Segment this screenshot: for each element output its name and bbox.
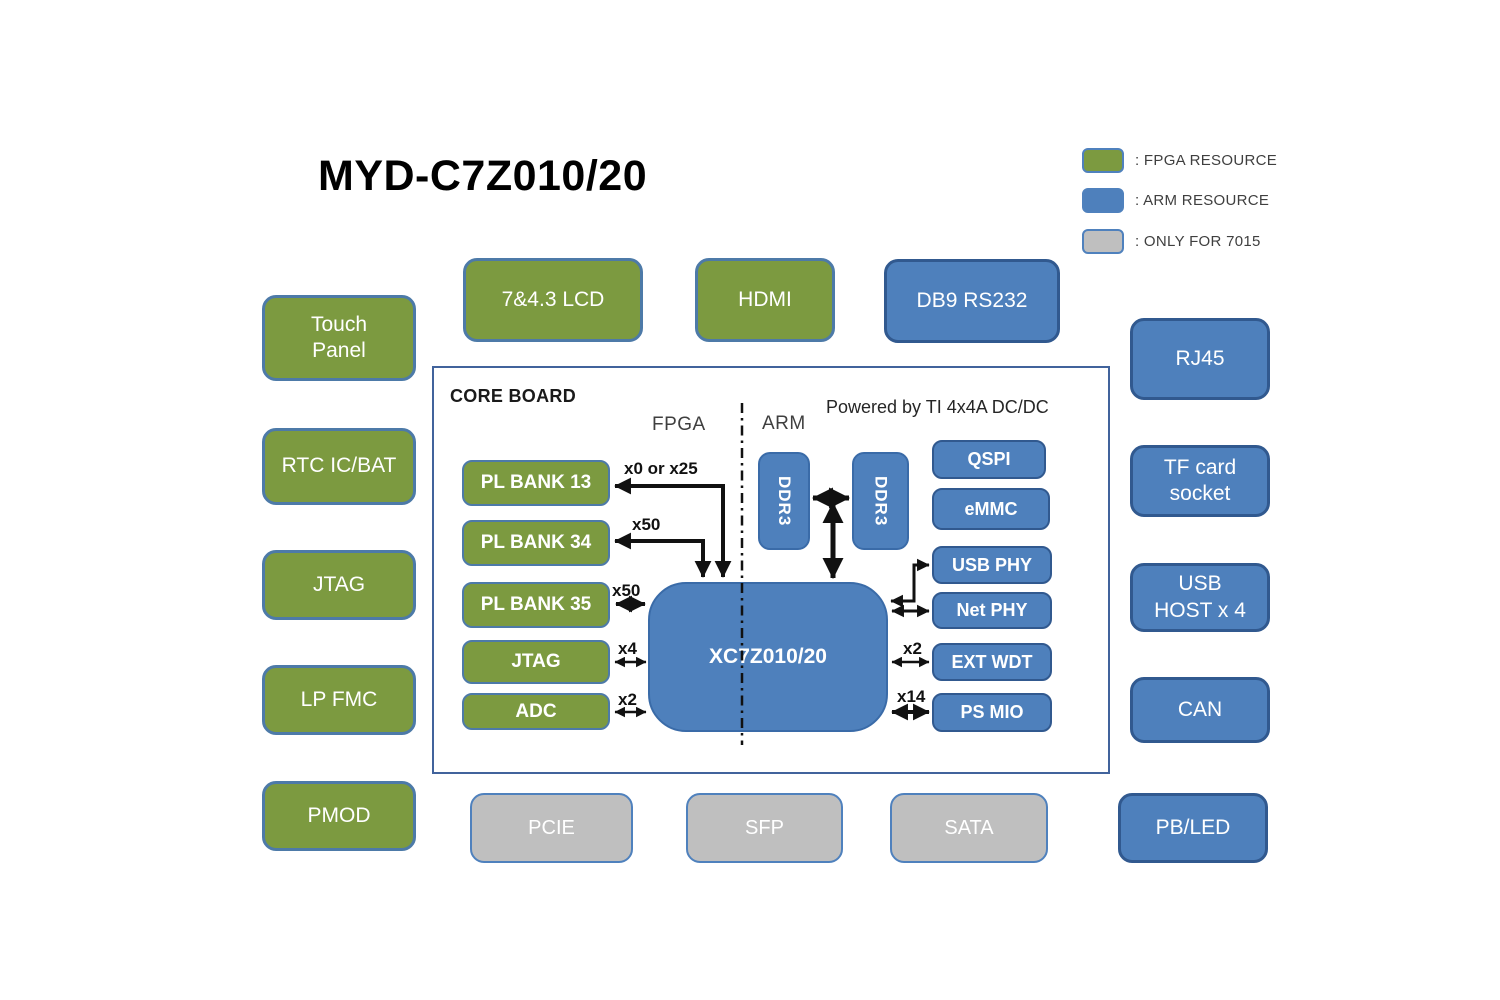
block-pmod-label: PMOD bbox=[307, 803, 371, 827]
legend-label-7015: : ONLY FOR 7015 bbox=[1135, 233, 1261, 250]
block-sfp: SFP bbox=[686, 793, 843, 863]
block-rtc-ic-bat-label: RTC IC/BAT bbox=[281, 454, 397, 478]
block-pl-bank-13: PL BANK 13 bbox=[462, 460, 610, 506]
block-can: CAN bbox=[1130, 677, 1270, 743]
block-tf-card-socket-label: TF card socket bbox=[1163, 455, 1237, 505]
gray-7015-swatch bbox=[1082, 229, 1124, 254]
block-net-phy-label: Net PHY bbox=[956, 600, 1028, 621]
bus-label-pl-bank-34: x50 bbox=[632, 515, 661, 534]
block-pl-bank-35: PL BANK 35 bbox=[462, 582, 610, 628]
block-qspi-label: QSPI bbox=[967, 449, 1011, 470]
legend-item-arm: : ARM RESOURCE bbox=[1082, 188, 1269, 213]
block-hdmi-label: HDMI bbox=[738, 287, 792, 311]
block-sata-label: SATA bbox=[944, 816, 994, 839]
core-board-title: CORE BOARD bbox=[450, 386, 577, 406]
legend-item-7015: : ONLY FOR 7015 bbox=[1082, 229, 1261, 254]
block-net-phy: Net PHY bbox=[932, 592, 1052, 629]
block-pl-bank-34: PL BANK 34 bbox=[462, 520, 610, 566]
block-usb-phy-label: USB PHY bbox=[951, 554, 1032, 575]
block-ps-mio-label: PS MIO bbox=[960, 702, 1024, 723]
block-lcd: 7&4.3 LCD bbox=[463, 258, 643, 342]
block-ext-wdt: EXT WDT bbox=[932, 643, 1052, 681]
block-pb-led: PB/LED bbox=[1118, 793, 1268, 863]
block-lp-fmc: LP FMC bbox=[262, 665, 416, 735]
block-touch-panel-label: Touch Panel bbox=[310, 312, 368, 362]
block-core-jtag-label: JTAG bbox=[511, 651, 561, 673]
power-note: Powered by TI 4x4A DC/DC bbox=[826, 397, 1049, 417]
block-touch-panel: Touch Panel bbox=[262, 295, 416, 381]
page-title: MYD-C7Z010/20 bbox=[318, 152, 648, 200]
block-adc: ADC bbox=[462, 693, 610, 730]
bus-label-jtag: x4 bbox=[618, 639, 637, 658]
block-pcie-label: PCIE bbox=[528, 816, 575, 839]
block-rtc-ic-bat: RTC IC/BAT bbox=[262, 428, 416, 505]
blue-arm-swatch bbox=[1082, 188, 1124, 213]
block-pl-bank-34-label: PL BANK 34 bbox=[480, 532, 592, 554]
bus-label-ps-mio: x14 bbox=[897, 687, 926, 706]
block-pl-bank-13-label: PL BANK 13 bbox=[480, 472, 592, 494]
block-sfp-label: SFP bbox=[745, 816, 784, 839]
legend-item-fpga: : FPGA RESOURCE bbox=[1082, 148, 1277, 173]
bus-label-ext-wdt: x2 bbox=[903, 639, 922, 658]
block-ddr3-right: DDR3 bbox=[852, 452, 909, 550]
block-usb-host-x4-label: USB HOST x 4 bbox=[1154, 572, 1246, 622]
block-emmc: eMMC bbox=[932, 488, 1050, 530]
arm-section-label: ARM bbox=[762, 413, 806, 434]
block-rj45-label: RJ45 bbox=[1175, 346, 1225, 370]
block-core-jtag: JTAG bbox=[462, 640, 610, 684]
block-usb-host-x4: USB HOST x 4 bbox=[1130, 563, 1270, 632]
legend-label-fpga: : FPGA RESOURCE bbox=[1135, 152, 1278, 169]
block-lcd-label: 7&4.3 LCD bbox=[501, 287, 605, 311]
bus-label-pl-bank-13: x0 or x25 bbox=[624, 459, 698, 478]
block-adc-label: ADC bbox=[515, 700, 557, 722]
block-ps-mio: PS MIO bbox=[932, 693, 1052, 732]
block-pb-led-label: PB/LED bbox=[1155, 815, 1231, 839]
block-tf-card-socket: TF card socket bbox=[1130, 445, 1270, 517]
green-fpga-swatch bbox=[1082, 148, 1124, 173]
block-db9-rs232-label: DB9 RS232 bbox=[916, 288, 1028, 312]
legend-label-arm: : ARM RESOURCE bbox=[1135, 192, 1270, 209]
block-ddr3-right-label: DDR3 bbox=[871, 475, 891, 527]
block-usb-phy: USB PHY bbox=[932, 546, 1052, 584]
chip-label: XC7Z010/20 bbox=[709, 645, 827, 668]
block-qspi: QSPI bbox=[932, 440, 1046, 479]
block-rj45: RJ45 bbox=[1130, 318, 1270, 400]
fpga-section-label: FPGA bbox=[652, 414, 706, 435]
block-jtag: JTAG bbox=[262, 550, 416, 620]
block-hdmi: HDMI bbox=[695, 258, 835, 342]
block-jtag-label: JTAG bbox=[312, 572, 366, 596]
chip-xc7z010-20: XC7Z010/20 bbox=[648, 582, 888, 732]
bus-label-adc: x2 bbox=[618, 690, 637, 709]
block-emmc-label: eMMC bbox=[964, 498, 1018, 519]
block-can-label: CAN bbox=[1177, 697, 1223, 721]
bus-label-pl-bank-35: x50 bbox=[612, 581, 641, 600]
block-ddr3-left-label: DDR3 bbox=[775, 475, 794, 527]
block-ddr3-left: DDR3 bbox=[758, 452, 810, 550]
block-ext-wdt-label: EXT WDT bbox=[951, 651, 1033, 672]
block-pmod: PMOD bbox=[262, 781, 416, 851]
block-sata: SATA bbox=[890, 793, 1048, 863]
block-db9-rs232: DB9 RS232 bbox=[884, 259, 1060, 343]
block-pcie: PCIE bbox=[470, 793, 633, 863]
block-lp-fmc-label: LP FMC bbox=[300, 687, 378, 711]
core-board bbox=[432, 366, 1110, 774]
block-pl-bank-35-label: PL BANK 35 bbox=[480, 594, 592, 616]
